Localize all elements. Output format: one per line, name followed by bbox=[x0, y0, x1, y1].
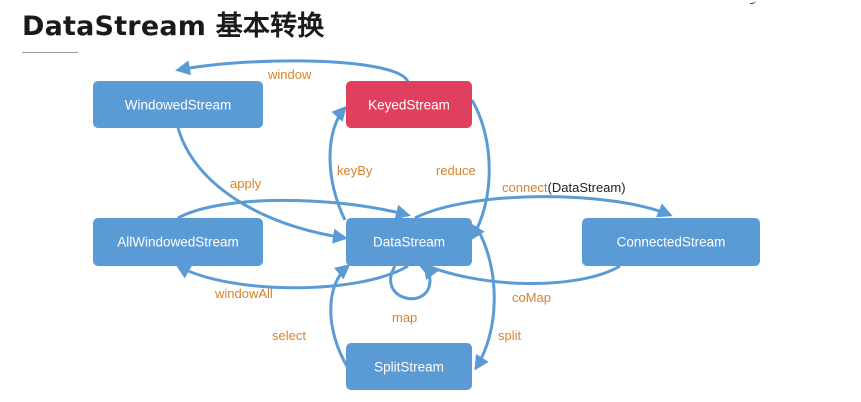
node-allwindowed-stream[interactable]: AllWindowedStream bbox=[93, 218, 263, 266]
label-connect: connect(DataStream) bbox=[502, 180, 626, 195]
edge-connect bbox=[414, 195, 673, 220]
label-select: select bbox=[272, 328, 306, 343]
label-connect-name: connect bbox=[502, 180, 548, 195]
node-label: DataStream bbox=[373, 235, 445, 250]
title-underline bbox=[22, 52, 78, 53]
edge-map-loop bbox=[389, 263, 439, 301]
edge-comap bbox=[415, 260, 621, 286]
edge-labels: window apply keyBy reduce connect(DataSt… bbox=[214, 67, 626, 343]
label-apply: apply bbox=[230, 176, 262, 191]
label-keyby: keyBy bbox=[337, 163, 373, 178]
edge-apply bbox=[176, 127, 348, 244]
page-title: DataStream 基本转换 bbox=[22, 11, 325, 42]
node-split-stream[interactable]: SplitStream bbox=[346, 343, 472, 390]
edge-allwindowed-apply bbox=[177, 198, 411, 220]
edge-window bbox=[175, 59, 410, 83]
edge-split bbox=[474, 229, 496, 371]
node-label: AllWindowedStream bbox=[117, 235, 239, 250]
corner-mark bbox=[750, 0, 756, 4]
node-label: KeyedStream bbox=[368, 98, 450, 113]
label-connect-arg: (DataStream) bbox=[548, 180, 626, 195]
edge-select bbox=[329, 264, 351, 369]
label-window: window bbox=[267, 67, 312, 82]
node-label: WindowedStream bbox=[125, 98, 232, 113]
node-keyed-stream[interactable]: KeyedStream bbox=[346, 81, 472, 128]
node-datastream[interactable]: DataStream bbox=[346, 218, 472, 266]
edges bbox=[175, 59, 673, 371]
node-connected-stream[interactable]: ConnectedStream bbox=[582, 218, 760, 266]
label-map: map bbox=[392, 310, 417, 325]
edge-reduce bbox=[470, 99, 491, 241]
edge-keyby bbox=[328, 105, 348, 221]
label-comap: coMap bbox=[512, 290, 551, 305]
edge-windowall bbox=[175, 264, 409, 290]
label-reduce: reduce bbox=[436, 163, 476, 178]
label-windowall: windowAll bbox=[214, 286, 273, 301]
node-label: SplitStream bbox=[374, 360, 444, 375]
node-windowed-stream[interactable]: WindowedStream bbox=[93, 81, 263, 128]
label-split: split bbox=[498, 328, 522, 343]
node-label: ConnectedStream bbox=[617, 235, 726, 250]
